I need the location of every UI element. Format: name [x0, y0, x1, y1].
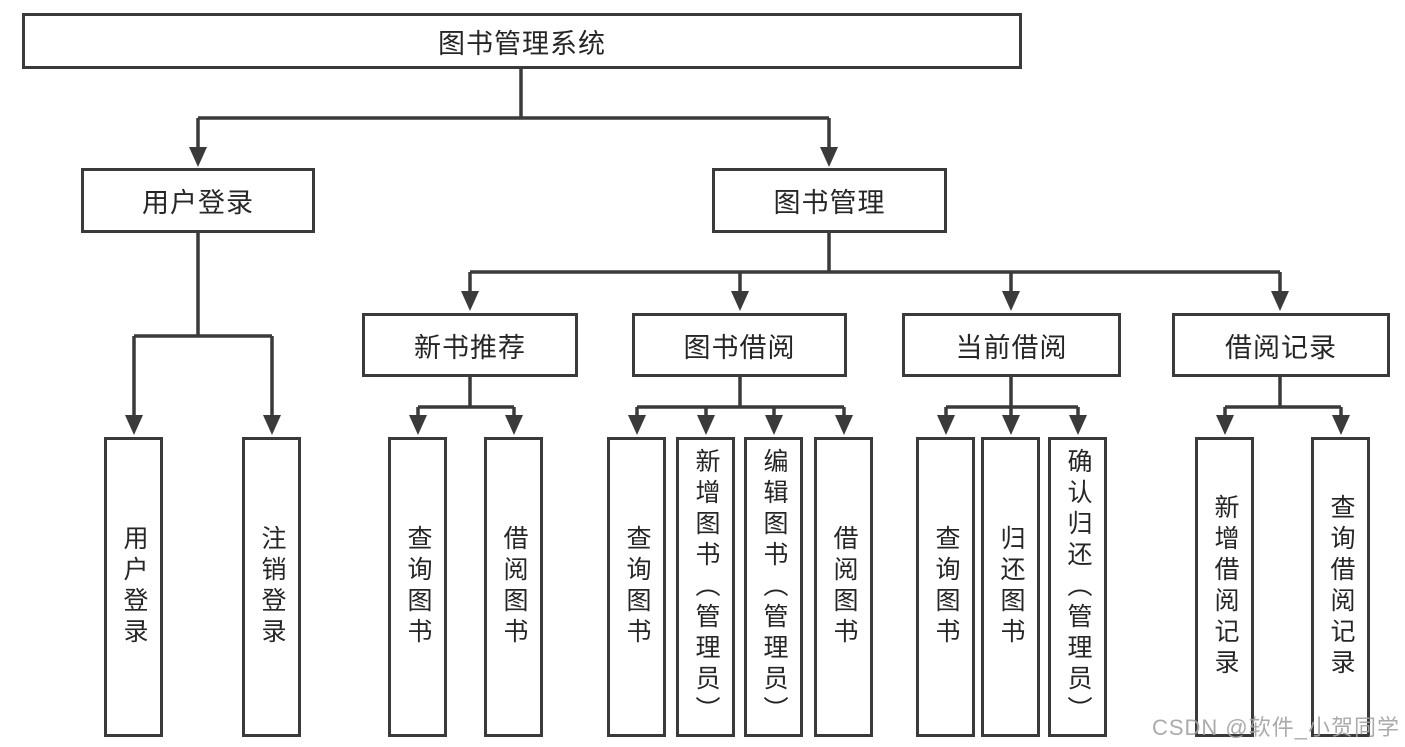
leaf-query-books-borrowing: 查询图书 — [607, 437, 666, 737]
leaf-query-books-recommend: 查询图书 — [388, 437, 447, 737]
arrowheads — [125, 147, 1350, 435]
csdn-watermark: CSDN @软件_小贺同学 — [1151, 715, 1400, 740]
leaf-borrow-books-recommend: 借阅图书 — [484, 437, 543, 737]
leaf-user-login: 用户登录 — [104, 437, 163, 737]
leaf-logout: 注销登录 — [242, 437, 301, 737]
node-root: 图书管理系统 — [22, 13, 1022, 69]
leaf-borrow-books-borrowing: 借阅图书 — [814, 437, 873, 737]
leaf-query-borrow-record: 查询借阅记录 — [1311, 437, 1370, 737]
leaf-return-books: 归还图书 — [981, 437, 1040, 737]
node-borrowing-records: 借阅记录 — [1172, 313, 1390, 377]
leaf-add-books-admin: 新增图书（管理员） — [676, 437, 735, 737]
node-user-login: 用户登录 — [81, 168, 315, 233]
leaf-query-books-current: 查询图书 — [916, 437, 975, 737]
leaf-edit-books-admin: 编辑图书（管理员） — [744, 437, 803, 737]
leaf-add-borrow-record: 新增借阅记录 — [1195, 437, 1254, 737]
connector-paths — [132, 69, 1343, 420]
leaf-confirm-return-admin: 确认归还（管理员） — [1048, 437, 1107, 737]
node-book-borrowing: 图书借阅 — [632, 313, 847, 377]
node-new-book-recommendation: 新书推荐 — [362, 313, 578, 377]
node-current-borrowing: 当前借阅 — [902, 313, 1121, 377]
node-book-management: 图书管理 — [712, 168, 947, 233]
